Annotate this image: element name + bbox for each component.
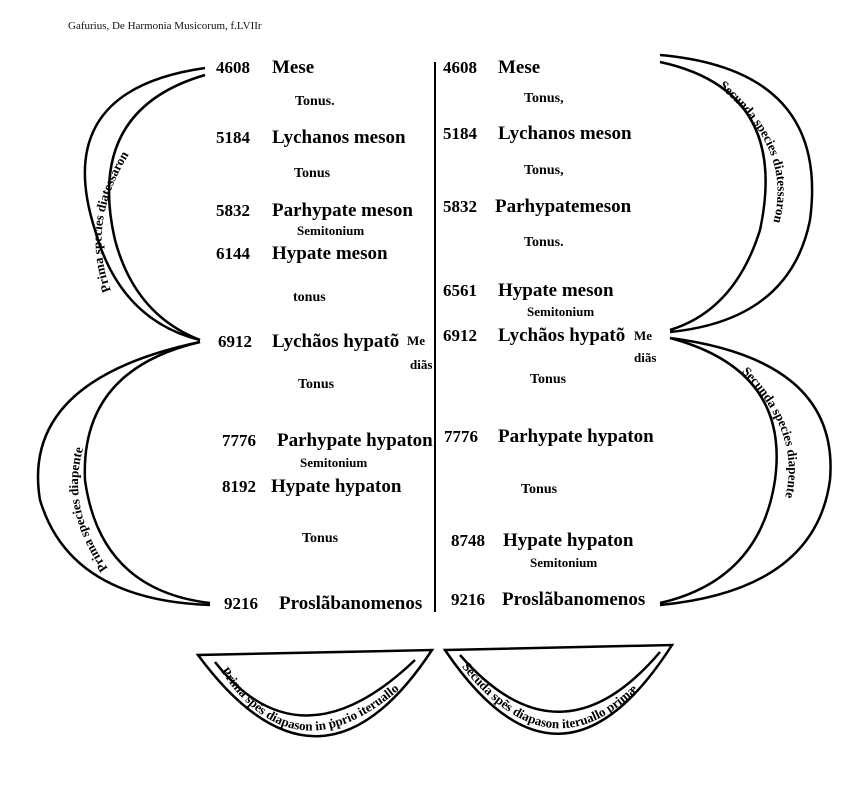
note-name: Lychanos meson (272, 127, 406, 148)
note-number: 6912 (443, 326, 477, 345)
note-name: Hypate meson (498, 280, 614, 301)
right-column: 4608 Mese Tonus, 5184 Lychanos meson Tonus… (443, 57, 656, 610)
bottom-left-bow-inner (214, 659, 416, 717)
medias-label: diãs (410, 357, 432, 372)
caption: Gafurius, De Harmonia Musicorum, f.LVIIr (68, 20, 262, 32)
note-name: Lychãos hypatõ (272, 331, 399, 352)
note-number: 9216 (451, 590, 485, 609)
interval-label: Tonus (302, 531, 339, 546)
interval-label: Semitonium (300, 455, 367, 470)
note-name: Lychanos meson (498, 123, 632, 144)
bottom-right-bow (442, 643, 675, 735)
note-name: Hypate meson (272, 243, 388, 264)
interval-label: Semitonium (527, 304, 594, 319)
interval-label: Tonus (294, 166, 331, 181)
note-number: 4608 (216, 58, 250, 77)
interval-label: Tonus (530, 372, 567, 387)
arcs (36, 53, 832, 738)
interval-label: Semitonium (297, 223, 364, 238)
note-name: Lychãos hypatõ (498, 325, 625, 346)
left-upper-arc-inner (107, 73, 206, 342)
note-name: Mese (498, 57, 540, 78)
note-number: 8192 (222, 477, 256, 496)
note-name: Hypate hypaton (271, 476, 402, 497)
interval-label: Tonus. (295, 94, 335, 109)
note-number: 7776 (222, 431, 256, 450)
right-lower-arc-inner (659, 336, 778, 605)
bottom-right-bow-inner (459, 651, 661, 713)
left-column: 4608 Mese Tonus. 5184 Lychanos meson Tonus… (216, 57, 433, 614)
interval-label: Semitonium (530, 555, 597, 570)
medias-label: Me (407, 333, 425, 348)
right-lower-arc-label: Secunda species diapente (739, 364, 800, 501)
note-number: 5832 (216, 201, 250, 220)
interval-label: tonus (293, 290, 326, 305)
right-upper-arc-inner (659, 60, 767, 332)
medias-label: Me (634, 328, 652, 343)
note-number: 6912 (218, 332, 252, 351)
interval-label: Tonus (521, 482, 558, 497)
right-lower-arc-outer (659, 336, 832, 607)
bottom-left-arc-label: Prima spẽs diapason in ṗprio iteruallo (218, 664, 401, 733)
note-name: Proslãbanomenos (502, 589, 645, 610)
note-number: 4608 (443, 58, 477, 77)
interval-label: Tonus (298, 377, 335, 392)
note-number: 5832 (443, 197, 477, 216)
note-name: Parhypate hypaton (277, 430, 433, 451)
medias-label: diãs (634, 350, 656, 365)
left-lower-arc-inner (83, 340, 211, 605)
left-upper-arc-outer (83, 66, 206, 342)
note-name: Hypate hypaton (503, 530, 634, 551)
note-number: 9216 (224, 594, 258, 613)
note-name: Parhypatemeson (495, 196, 632, 217)
note-number: 5184 (216, 128, 251, 147)
right-upper-arc-outer (659, 53, 814, 334)
bottom-left-bow (195, 648, 435, 738)
note-number: 6561 (443, 281, 477, 300)
note-number: 6144 (216, 244, 251, 263)
note-number: 8748 (451, 531, 485, 550)
note-name: Parhypate hypaton (498, 426, 654, 447)
note-name: Parhypate meson (272, 200, 413, 221)
note-name: Mese (272, 57, 314, 78)
interval-label: Tonus, (524, 163, 564, 178)
left-lower-arc-outer (36, 340, 211, 607)
interval-label: Tonus. (524, 235, 564, 250)
interval-label: Tonus, (524, 91, 564, 106)
note-name: Proslãbanomenos (279, 593, 422, 614)
note-number: 5184 (443, 124, 478, 143)
note-number: 7776 (444, 427, 478, 446)
